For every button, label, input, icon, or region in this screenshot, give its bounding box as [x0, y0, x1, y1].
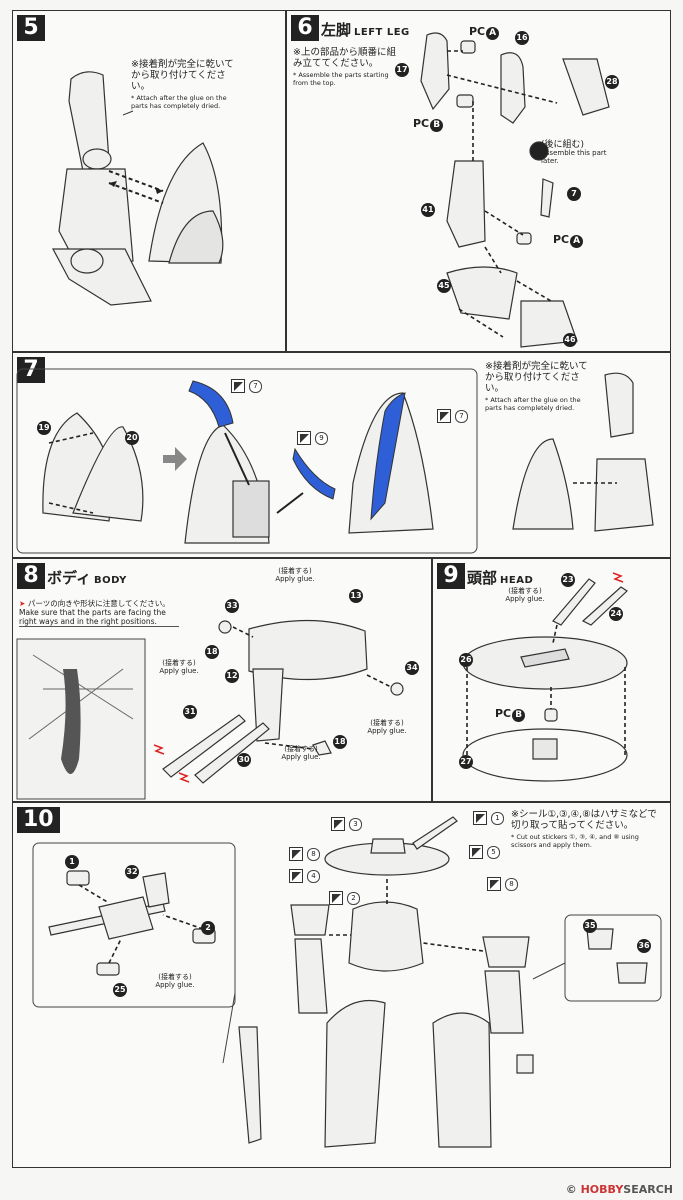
part-17: 17	[395, 63, 409, 77]
sticker-icon	[331, 817, 345, 831]
step-5-panel: 5 ※接着剤が完全に乾いてから取り付けてください。 * Attach after…	[12, 10, 286, 352]
part-24: 24	[609, 607, 623, 621]
note-jp: ※シール①,③,④,⑧はハサミなどで切り取って貼ってください。	[511, 809, 657, 831]
part-12: 12	[225, 669, 239, 683]
sticker-icon	[329, 891, 343, 905]
sticker-icon	[231, 379, 245, 393]
sticker-number: 3	[349, 818, 362, 831]
orientation-warning: ➤ パーツの向きや形状に注意してください。Make sure that the …	[19, 599, 179, 627]
assemble-later-note: (後に組む)Assemble this part later.	[541, 140, 607, 166]
part-26: 26	[459, 653, 473, 667]
sticker-number: 8	[505, 878, 518, 891]
part-1: 1	[65, 855, 79, 869]
part-28: 28	[605, 75, 619, 89]
part-27: 27	[459, 755, 473, 769]
title-jp: 頭部	[467, 569, 498, 587]
note-en: * Attach after the glue on the parts has…	[485, 396, 581, 412]
part-2: 2	[201, 921, 215, 935]
part-41: 41	[421, 203, 435, 217]
part-7: 7	[567, 187, 581, 201]
sticker-icon	[437, 409, 451, 423]
sticker-number: 7	[249, 380, 262, 393]
apply-glue-label: (接着する)Apply glue.	[155, 973, 195, 989]
sticker-number: 8	[307, 848, 320, 861]
glue-dry-note: ※接着剤が完全に乾いてから取り付けてください。 * Attach after t…	[485, 361, 595, 412]
sticker-number: 2	[347, 892, 360, 905]
sticker-icon	[469, 845, 483, 859]
shield-assembly-drawing	[16, 368, 654, 554]
sticker-number: 7	[455, 410, 468, 423]
sticker-cut-note: ※シール①,③,④,⑧はハサミなどで切り取って貼ってください。 * Cut ou…	[511, 809, 661, 849]
sticker-icon	[487, 877, 501, 891]
part-30: 30	[237, 753, 251, 767]
glue-dry-note: ※接着剤が完全に乾いてから取り付けてください。 * Attach after t…	[131, 59, 241, 110]
sticker-number: 5	[487, 846, 500, 859]
part-23: 23	[561, 573, 575, 587]
sticker-number: 4	[307, 870, 320, 883]
apply-glue-label: (接着する)Apply glue.	[275, 567, 315, 583]
part-36: 36	[637, 939, 651, 953]
part-18: 18	[205, 645, 219, 659]
part-31: 31	[183, 705, 197, 719]
sticker-number: 9	[315, 432, 328, 445]
sticker-icon	[289, 847, 303, 861]
order-note: ※上の部品から順番に組み立ててください。 * Assemble the part…	[293, 47, 401, 87]
part-46: 46	[563, 333, 577, 347]
part-45: 45	[437, 279, 451, 293]
step-7-panel: 7 19 20 7 9 7 ※接着剤が完全に乾いてから取り付けてください。 * …	[12, 352, 671, 558]
note-en: * Assemble the parts starting from the t…	[293, 71, 389, 87]
step-number: 8	[17, 563, 45, 589]
note-jp: ※接着剤が完全に乾いてから取り付けてください。	[485, 361, 588, 394]
part-20: 20	[125, 431, 139, 445]
watermark: © HOBBYSEARCH	[565, 1183, 673, 1196]
sticker-icon	[297, 431, 311, 445]
part-35: 35	[583, 919, 597, 933]
title-en: LEFT LEG	[354, 27, 410, 38]
part-16: 16	[515, 31, 529, 45]
leg-assembly-drawing	[52, 71, 224, 306]
part-18: 18	[333, 735, 347, 749]
apply-glue-label: (接着する)Apply glue.	[281, 745, 321, 761]
part-19: 19	[37, 421, 51, 435]
note-en: * Attach after the glue on the parts has…	[131, 94, 227, 110]
sticker-icon	[473, 811, 487, 825]
part-33: 33	[225, 599, 239, 613]
left-leg-drawing	[420, 32, 610, 348]
part-32: 32	[125, 865, 139, 879]
title-en: HEAD	[500, 575, 534, 586]
step-number: 5	[17, 15, 45, 41]
sticker-number: 1	[491, 812, 504, 825]
title-jp: ボディ	[47, 569, 91, 587]
apply-glue-label: (接着する)Apply glue.	[505, 587, 545, 603]
sticker-icon	[289, 869, 303, 883]
part-25: 25	[113, 983, 127, 997]
step-number: 10	[17, 807, 60, 833]
title-jp: 左脚	[321, 21, 352, 39]
part-34: 34	[405, 661, 419, 675]
note-en: * Cut out stickers ①, ③, ④, and ⑧ using …	[511, 833, 639, 849]
note-jp: ※接着剤が完全に乾いてから取り付けてください。	[131, 59, 234, 92]
note-jp: ※上の部品から順番に組み立ててください。	[293, 47, 396, 69]
final-assembly-drawing	[32, 816, 662, 1148]
step-10-panel: 10 ※シール①,③,④,⑧はハサミなどで切り取って貼ってください。 * Cut…	[12, 802, 671, 1168]
part-13: 13	[349, 589, 363, 603]
apply-glue-label: (接着する)Apply glue.	[159, 659, 199, 675]
step-number: 6	[291, 15, 319, 41]
title-en: BODY	[93, 575, 127, 586]
step-number: 9	[437, 563, 465, 589]
body-drawing	[16, 619, 404, 800]
head-drawing	[462, 572, 628, 782]
apply-glue-label: (接着する)Apply glue.	[367, 719, 407, 735]
